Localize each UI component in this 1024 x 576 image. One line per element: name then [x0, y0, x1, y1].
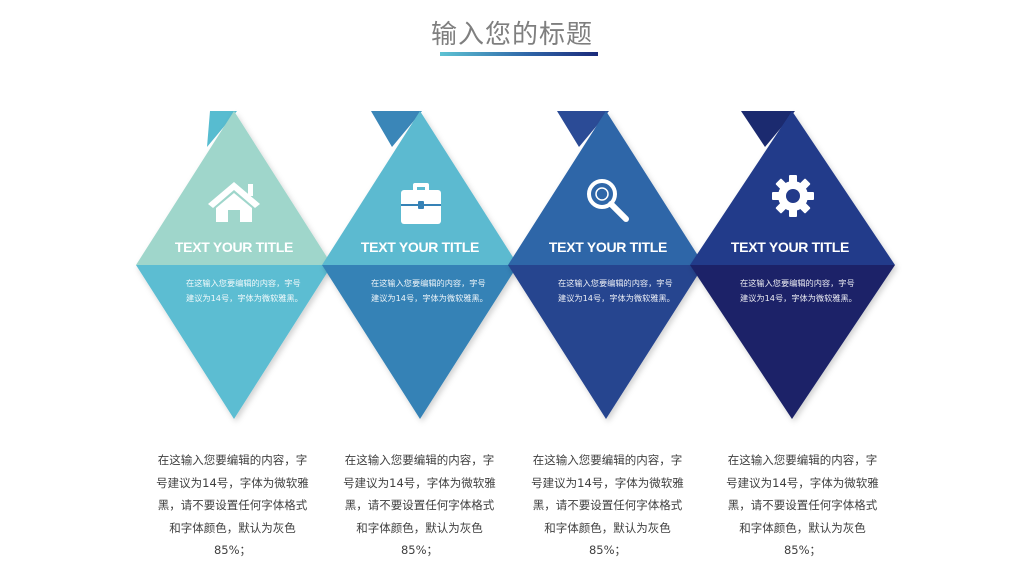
briefcase-icon	[401, 183, 441, 224]
body-text-4: 在这输入您要编辑的内容，字号建议为14号，字体为微软雅黑，请不要设置任何字体格式…	[726, 453, 879, 558]
diamond-top-3	[508, 111, 704, 265]
card-desc-2: 在这输入您要编辑的内容，字号建议为14号，字体为微软雅黑。	[371, 278, 488, 303]
card-title-1: TEXT YOUR TITLE	[174, 239, 294, 255]
diamond-bottom-2	[322, 265, 518, 419]
diamond-bottom-4	[690, 265, 895, 419]
card-title-2: TEXT YOUR TITLE	[360, 239, 480, 255]
title-underline	[440, 52, 598, 56]
body-text-2: 在这输入您要编辑的内容，字号建议为14号，字体为微软雅黑，请不要设置任何字体格式…	[343, 453, 496, 558]
card-desc-3: 在这输入您要编辑的内容，字号建议为14号，字体为微软雅黑。	[558, 278, 675, 303]
page-title: 输入您的标题	[430, 20, 593, 50]
body-text-3: 在这输入您要编辑的内容，字号建议为14号，字体为微软雅黑，请不要设置任何字体格式…	[531, 453, 684, 558]
card-desc-1: 在这输入您要编辑的内容，字号建议为14号，字体为微软雅黑。	[186, 278, 303, 303]
search-icon	[587, 179, 629, 222]
card-title-4: TEXT YOUR TITLE	[730, 239, 850, 255]
diamond-top-4	[690, 111, 895, 265]
gear-icon	[772, 175, 814, 217]
diamond-top-1	[136, 111, 332, 265]
diamond-bottom-3	[508, 265, 704, 419]
corner-tab-1	[207, 111, 237, 147]
card-title-3: TEXT YOUR TITLE	[548, 239, 668, 255]
home-icon	[208, 182, 260, 222]
diamond-top-2	[322, 111, 518, 265]
corner-tab-2	[371, 111, 422, 147]
body-text-1: 在这输入您要编辑的内容，字号建议为14号，字体为微软雅黑，请不要设置任何字体格式…	[156, 453, 309, 558]
diamond-bottom-1	[136, 265, 332, 419]
card-desc-4: 在这输入您要编辑的内容，字号建议为14号，字体为微软雅黑。	[740, 278, 857, 303]
corner-tab-4	[741, 111, 795, 147]
corner-tab-3	[557, 111, 609, 147]
